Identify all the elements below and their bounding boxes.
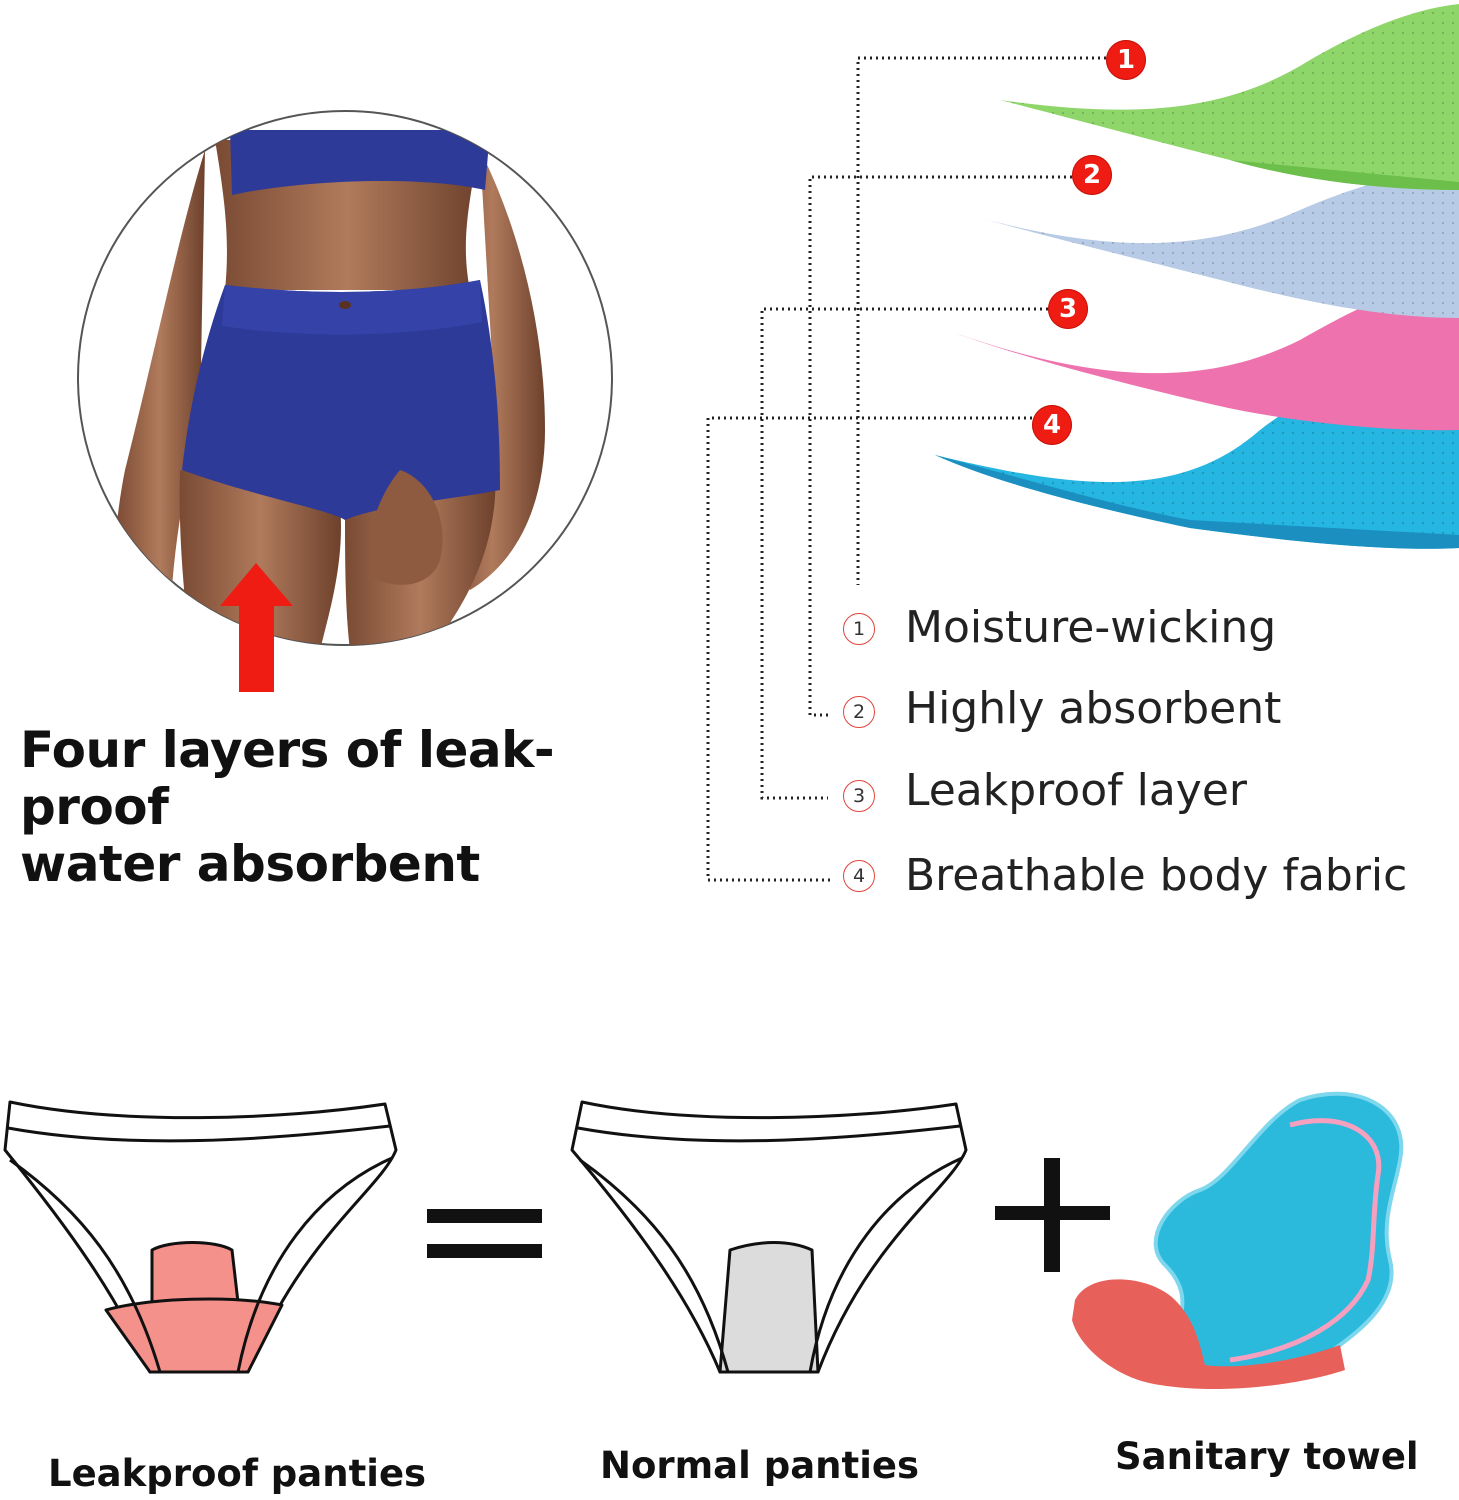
legend-number-3: 3 [843, 780, 875, 812]
leakproof-panties [3, 1100, 398, 1374]
layer-badge-4: 4 [1032, 405, 1072, 445]
model-photo [77, 110, 613, 646]
layer-badge-1: 1 [1106, 40, 1146, 80]
sanitary-towel [1072, 1091, 1404, 1390]
leader-line-2 [808, 175, 1072, 717]
caption-sanitary-towel: Sanitary towel [1115, 1435, 1419, 1478]
legend-label-4: Breathable body fabric [905, 850, 1408, 901]
equals-icon [427, 1209, 542, 1258]
legend-number-1: 1 [843, 613, 875, 645]
legend-label-3: Leakproof layer [905, 765, 1248, 816]
layer-sheet-2 [980, 170, 1459, 318]
layer-badge-3: 3 [1048, 289, 1088, 329]
plus-icon [995, 1158, 1110, 1272]
caption-leakproof-panties: Leakproof panties [48, 1452, 427, 1495]
normal-panties [570, 1100, 968, 1374]
layer-sheet-3 [955, 272, 1459, 431]
leader-line-1 [856, 56, 1106, 585]
legend-number-4: 4 [843, 860, 875, 892]
legend-label-2: Highly absorbent [905, 683, 1282, 734]
headline-line-1: Four layers of leak-proof [20, 721, 555, 836]
legend-label-1: Moisture-wicking [905, 602, 1277, 653]
layer-sheet-1 [1000, 4, 1459, 190]
layer-badge-2: 2 [1072, 155, 1112, 195]
leader-lines [706, 56, 1106, 882]
legend-number-2: 2 [843, 696, 875, 728]
up-arrow-icon [220, 563, 293, 692]
caption-normal-panties: Normal panties [600, 1444, 919, 1487]
headline-line-2: water absorbent [20, 835, 480, 893]
headline: Four layers of leak-proof water absorben… [20, 722, 700, 893]
leader-line-4 [706, 416, 1032, 882]
